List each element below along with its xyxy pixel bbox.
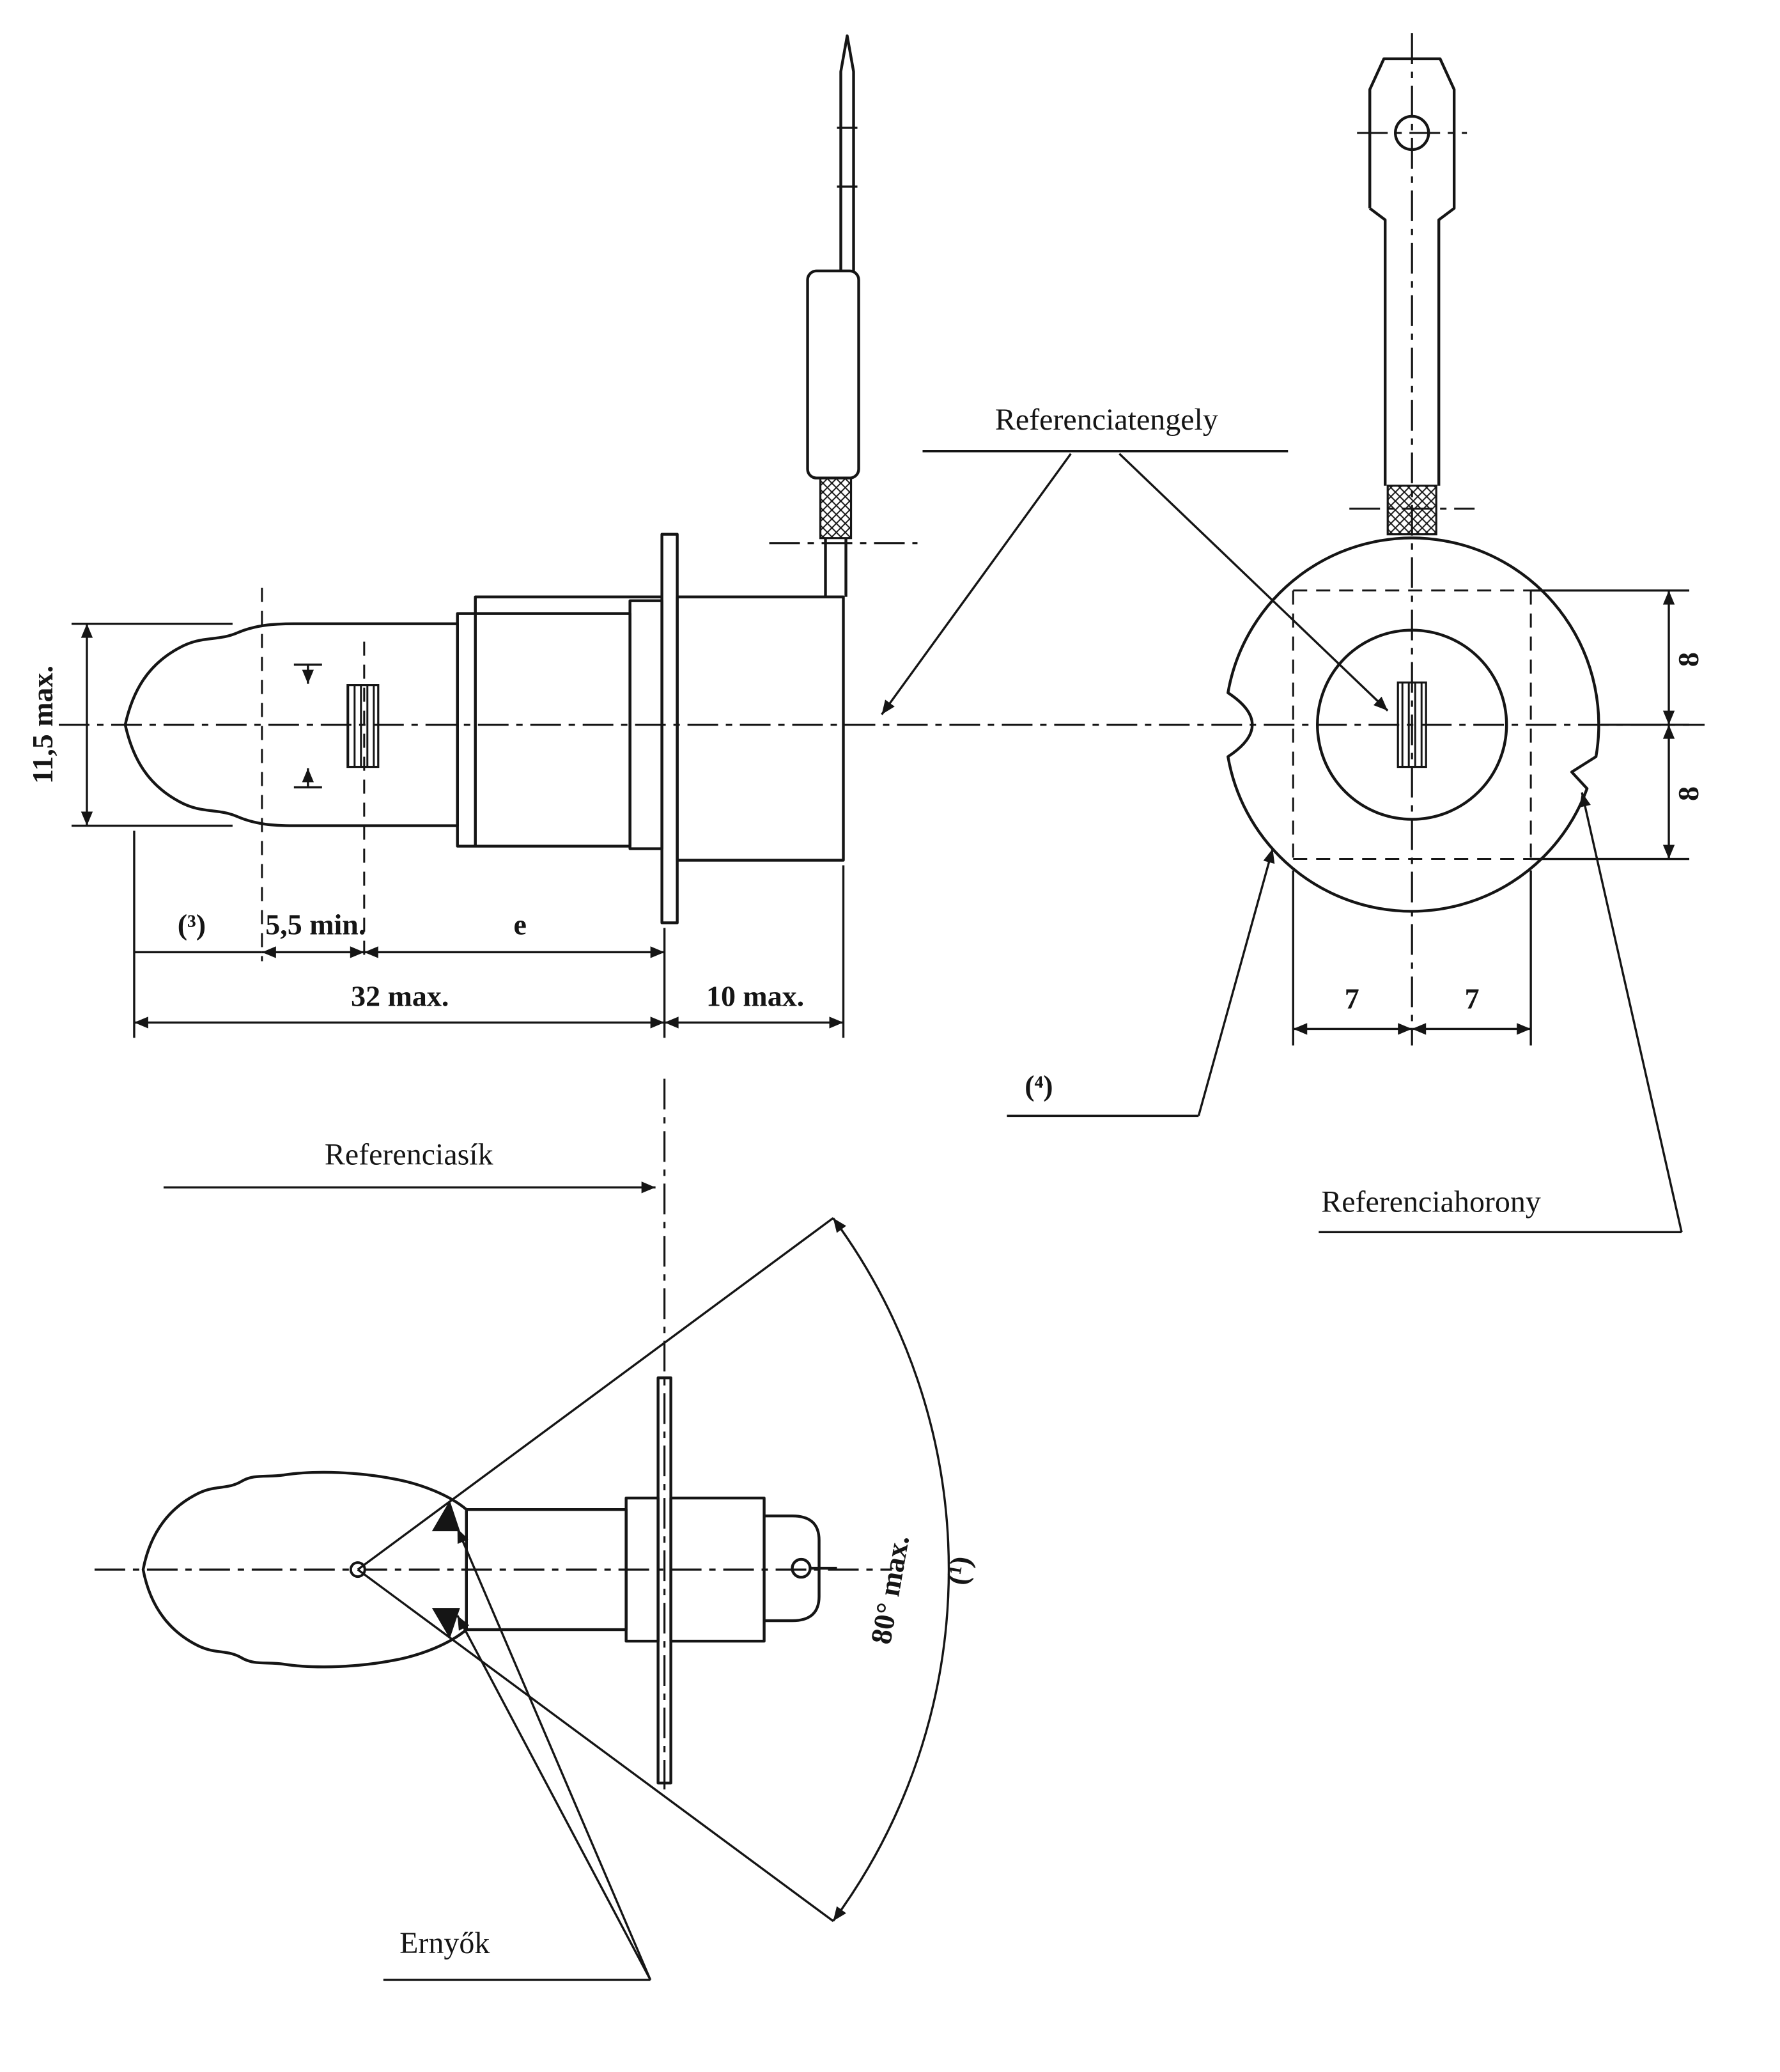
- terminal-crimp: [1386, 485, 1437, 536]
- leader-to-side-view: [881, 453, 1072, 715]
- lead-wire: [839, 34, 855, 271]
- holder-body-bottom: [669, 1496, 766, 1643]
- dim-e: e: [514, 908, 527, 940]
- wire-crimp: [819, 477, 853, 540]
- mounting-flange: [660, 533, 679, 924]
- filament: [346, 684, 380, 768]
- shields-label: Ernyők: [399, 1926, 490, 1960]
- shields-callout: Ernyők: [383, 1528, 652, 1981]
- reference-axis-callout: Referenciatengely: [881, 403, 1389, 715]
- holder-bracket: [474, 595, 662, 614]
- centerlines: [58, 33, 1705, 1789]
- filament-end-view: [1397, 682, 1427, 768]
- reference-plane-callout: Referenciasík: [163, 1137, 656, 1194]
- dim-8-upper: 8: [1672, 652, 1705, 667]
- cap-shell: [456, 612, 631, 848]
- shield-lower: [431, 1608, 460, 1639]
- reference-notch-callout: Referenciahorony: [1319, 792, 1683, 1234]
- wire-insulator-sleeve: [806, 269, 860, 479]
- end-view-dimensions: 8 8 7 7: [1292, 589, 1705, 1046]
- footnote-4-callout: (⁴): [1007, 848, 1275, 1118]
- angle-dimension-arc: [832, 1217, 950, 1922]
- dim-80-deg-max: 80° max.: [864, 1532, 915, 1646]
- holder-body: [676, 595, 845, 862]
- footnote-4: (⁴): [1025, 1069, 1053, 1102]
- glass-circle: [1316, 628, 1508, 821]
- beam-limit-line-upper: [357, 1217, 834, 1571]
- beam-limit-line-lower: [357, 1568, 834, 1922]
- shield-upper: [431, 1500, 460, 1532]
- cap-outline-with-notches: [1227, 536, 1600, 913]
- footnote-3: (³): [178, 908, 206, 940]
- dim-7-right: 7: [1465, 982, 1480, 1015]
- footnote-1: (¹): [940, 1554, 977, 1587]
- dim-8-lower: 8: [1672, 786, 1705, 801]
- bulb-side-view: [123, 34, 860, 962]
- leader-to-cap-edge: [1197, 848, 1275, 1116]
- dim-bulb-diameter: 11,5 max.: [26, 666, 59, 784]
- reference-plane-label: Referenciasík: [325, 1137, 493, 1171]
- dim-32-max: 32 max.: [351, 979, 449, 1012]
- leader-to-end-view: [1118, 453, 1389, 712]
- terminal-hole: [1394, 114, 1430, 152]
- cap-end-view: [1227, 57, 1600, 913]
- leader-to-upper-shield: [456, 1528, 652, 1981]
- dim-10-max: 10 max.: [706, 979, 804, 1012]
- side-view-dimensions: 11,5 max. (³) 5,5 min. e 32 max. 10 max.: [26, 622, 845, 1038]
- leader-to-notch: [1579, 792, 1683, 1233]
- dim-7-left: 7: [1345, 982, 1359, 1015]
- leader-to-lower-shield: [456, 1615, 652, 1981]
- dim-5-5-min: 5,5 min.: [265, 908, 366, 940]
- spade-terminal: [1368, 57, 1456, 486]
- reference-notch-label: Referenciahorony: [1321, 1185, 1541, 1219]
- terminal-pin: [791, 1557, 812, 1579]
- reference-axis-label: Referenciatengely: [995, 403, 1218, 437]
